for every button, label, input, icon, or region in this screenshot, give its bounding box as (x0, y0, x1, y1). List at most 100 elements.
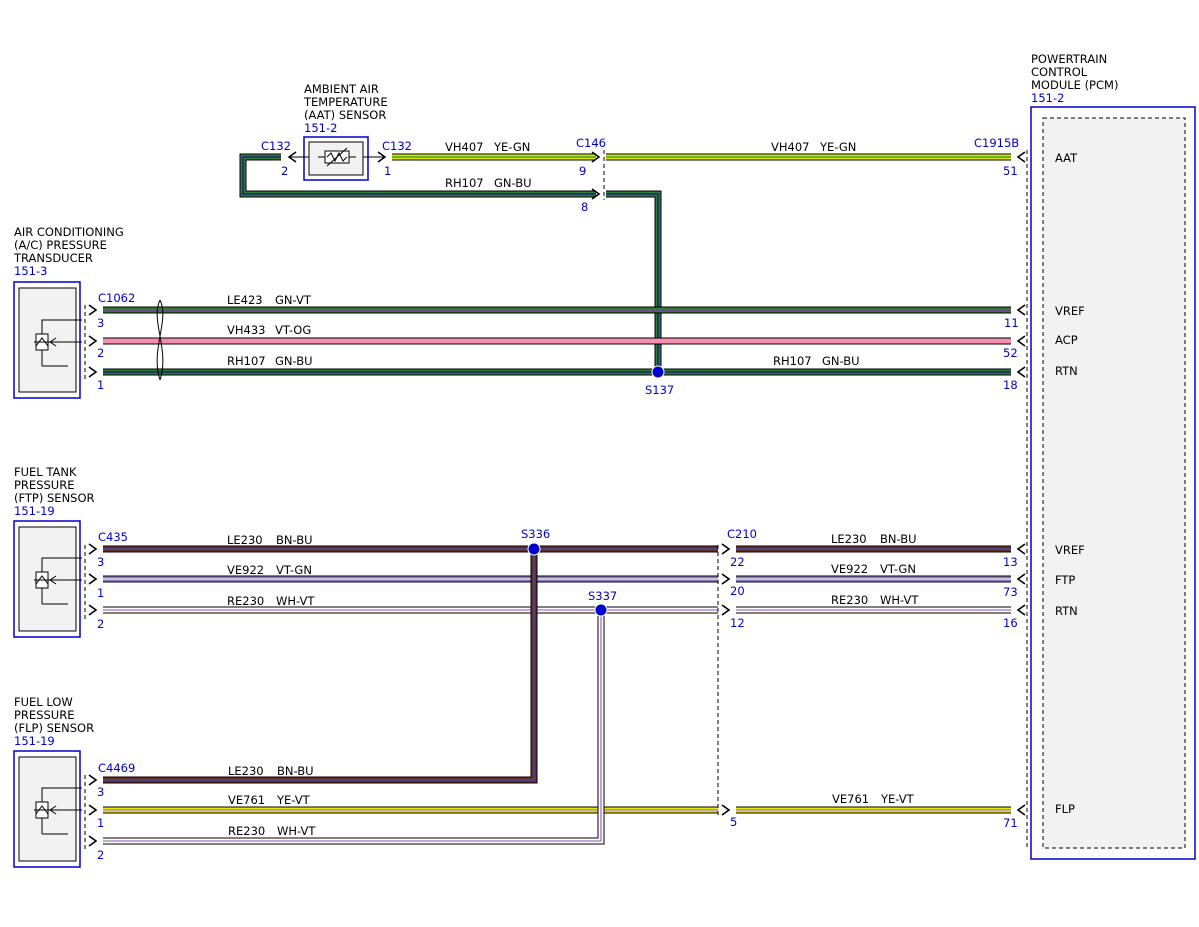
ac-pressure-transducer: AIR CONDITIONING (A/C) PRESSURE TRANSDUC… (13, 225, 124, 399)
sensor-pin-arrow-2 (88, 366, 98, 378)
wire-w8-circuit: LE230 (227, 533, 263, 547)
connector-labels: C132 C132 C146 C1915B C1062 C435 C210 C4… (98, 136, 1019, 775)
pin-pcm-ftp-vref: 13 (1003, 555, 1018, 569)
signal-rtn-ac: RTN (1055, 364, 1078, 378)
wire-w10-circuit: VE922 (227, 563, 264, 577)
flp-title-2: PRESSURE (14, 708, 74, 722)
thermistor-icon (318, 147, 356, 167)
pin-c210-22: 22 (730, 555, 745, 569)
pcm-pin-arrow-5 (1016, 573, 1026, 585)
pin-ftp-3: 3 (97, 555, 104, 569)
pcm-title-1: POWERTRAIN (1031, 52, 1107, 66)
signal-flp: FLP (1055, 802, 1075, 816)
splice-labels: S137 S336 S337 (521, 383, 674, 603)
pin-arrow-c146-top (591, 151, 601, 163)
connector-c1915b: C1915B (974, 136, 1019, 150)
pin-flp-3: 3 (97, 785, 104, 799)
splice-s337: S337 (588, 589, 617, 603)
wire-re230-flp (103, 610, 605, 845)
connector-c146: C146 (576, 136, 606, 150)
wire-w14-color: BN-BU (277, 764, 314, 778)
pin-c210-5: 5 (730, 815, 737, 829)
ac-ref: 151-3 (14, 264, 47, 278)
signal-acp: ACP (1055, 333, 1078, 347)
ftp-sensor: FUEL TANK PRESSURE (FTP) SENSOR 151-19 (13, 465, 95, 638)
pcm-pin-arrow-0 (1016, 151, 1026, 163)
wire-w4-circuit: LE423 (227, 293, 263, 307)
pin-ftp-1: 1 (97, 586, 104, 600)
pin-flp-2: 2 (97, 848, 104, 862)
pin-ftp-2: 2 (97, 617, 104, 631)
sensor-pin-arrow-3 (88, 543, 98, 555)
wire-w1-color: YE-GN (493, 140, 530, 154)
sensor-pin-arrow-7 (88, 804, 98, 816)
wire-w9-circuit: LE230 (831, 532, 867, 546)
ftp-ref: 151-19 (14, 504, 55, 518)
c210-pin-arrow-1 (721, 573, 731, 585)
pcm-module: POWERTRAIN CONTROL MODULE (PCM) 151-2 (1026, 52, 1196, 860)
wire-w13-color: WH-VT (880, 593, 919, 607)
wire-w4-color: GN-VT (275, 293, 312, 307)
connector-c1062: C1062 (98, 291, 135, 305)
wire-w2-circuit: VH407 (771, 140, 809, 154)
wire-w16-color: YE-VT (880, 792, 915, 806)
connector-c4469: C4469 (98, 761, 135, 775)
wire-w11-circuit: VE922 (831, 562, 868, 576)
pcm-signal-names: AAT VREF ACP RTN VREF FTP RTN FLP (1055, 151, 1085, 816)
signal-aat: AAT (1055, 151, 1078, 165)
pin-pcm-flp: 71 (1003, 816, 1018, 830)
wire-w13-circuit: RE230 (831, 593, 868, 607)
pin-ac-3: 3 (97, 316, 104, 330)
wire-w14-circuit: LE230 (228, 764, 264, 778)
splice-dot-s336 (527, 542, 541, 556)
wire-w16-circuit: VE761 (832, 792, 869, 806)
pin-pcm-ac-vref: 11 (1004, 316, 1019, 330)
pin-c210-20: 20 (730, 584, 745, 598)
wire-w12-color: WH-VT (276, 594, 315, 608)
pin-pcm-ftp: 73 (1003, 585, 1018, 599)
wire-w2-color: YE-GN (819, 140, 856, 154)
wire-rh107-aat (239, 153, 596, 198)
wire-w17-circuit: RE230 (228, 824, 265, 838)
pin-pcm-ac-rtn: 18 (1003, 378, 1018, 392)
splice-dot-s337 (594, 603, 608, 617)
wire-w11-color: VT-GN (880, 562, 916, 576)
pin-c146-bot: 8 (581, 200, 588, 214)
aat-ref: 151-2 (304, 121, 337, 135)
wire-layer (88, 151, 1026, 847)
wire-w9-color: BN-BU (880, 532, 917, 546)
pin-aat-right: 1 (384, 164, 391, 178)
pin-ac-1: 1 (97, 378, 104, 392)
wire-labels: VH407 YE-GN VH407 YE-GN RH107 GN-BU LE42… (227, 140, 919, 838)
wire-w8-color: BN-BU (276, 533, 313, 547)
sensor-pin-arrow-6 (88, 774, 98, 786)
wire-w5-color: VT-OG (275, 323, 311, 337)
aat-title-3: (AAT) SENSOR (304, 108, 386, 122)
pcm-pin-arrow-1 (1016, 304, 1026, 316)
ac-title-1: AIR CONDITIONING (14, 225, 124, 239)
connector-c210: C210 (727, 527, 757, 541)
pin-pcm-ftp-rtn: 16 (1003, 616, 1018, 630)
wire-le230-flp (103, 549, 538, 784)
flp-ref: 151-19 (14, 734, 55, 748)
wire-w6-circuit: RH107 (227, 354, 266, 368)
pin-ac-2: 2 (97, 346, 104, 360)
pin-pcm-aat: 51 (1003, 164, 1018, 178)
ac-title-2: (A/C) PRESSURE (14, 238, 107, 252)
wire-w7-circuit: RH107 (773, 354, 812, 368)
pcm-pin-arrow-4 (1016, 543, 1026, 555)
aat-title-2: TEMPERATURE (303, 95, 388, 109)
sensor-pin-arrow-5 (88, 604, 98, 616)
wire-w7-color: GN-BU (822, 354, 860, 368)
pin-flp-1: 1 (97, 816, 104, 830)
splice-s336: S336 (521, 527, 550, 541)
pcm-pin-arrow-3 (1016, 366, 1026, 378)
ftp-title-2: PRESSURE (14, 478, 74, 492)
pcm-title-2: CONTROL (1031, 65, 1088, 79)
wire-w12-circuit: RE230 (227, 594, 264, 608)
wire-rh107-loop (606, 190, 662, 372)
aat-title-1: AMBIENT AIR (304, 82, 379, 96)
connector-boundaries (84, 150, 719, 850)
flp-title-1: FUEL LOW (14, 695, 73, 709)
